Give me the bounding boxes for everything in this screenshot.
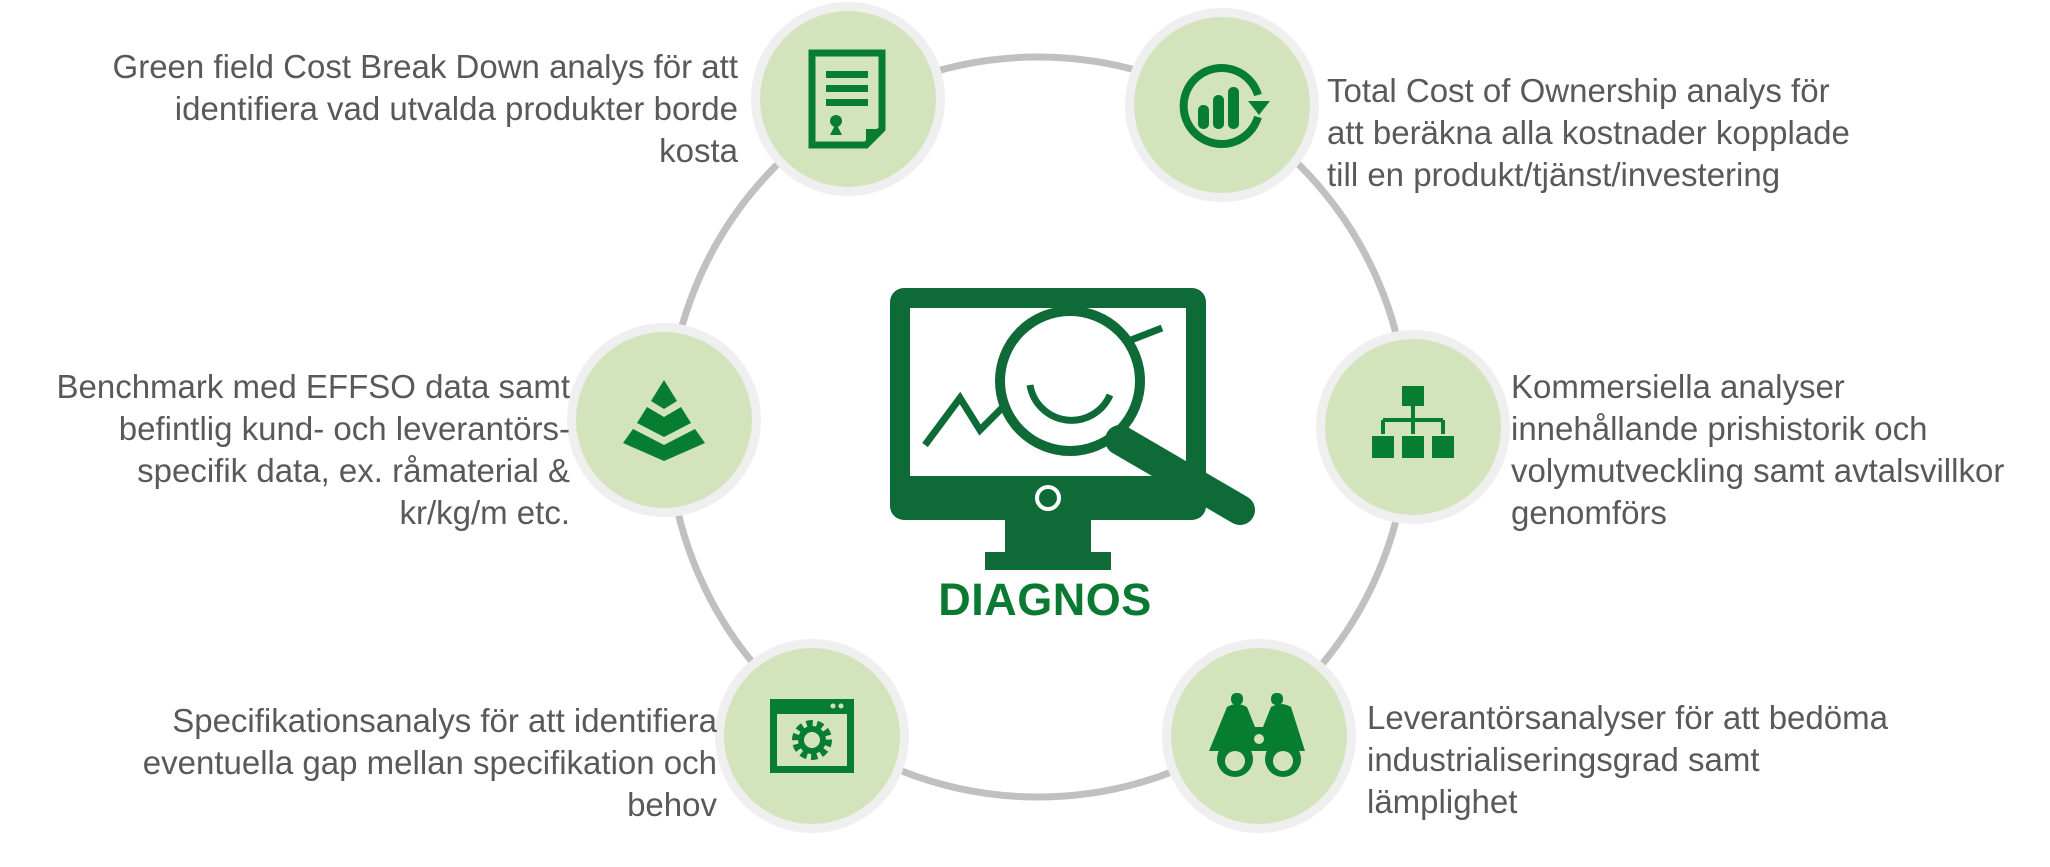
text-line: Benchmark med EFFSO data samt bbox=[56, 368, 570, 405]
text-line: till en produkt/tjänst/investering bbox=[1327, 156, 1781, 193]
node-cost-breakdown bbox=[760, 11, 936, 187]
text-line: eventuella gap mellan specifikation och bbox=[142, 744, 717, 781]
node-commercial bbox=[1325, 339, 1501, 515]
text-commercial: Kommersiella analyser innehållande prishi… bbox=[1511, 366, 2004, 534]
text-line: behov bbox=[627, 786, 717, 823]
text-line: specifik data, ex. råmaterial & bbox=[137, 452, 570, 489]
node-benchmark bbox=[576, 332, 752, 508]
text-line: volymutveckling samt avtalsvillkor bbox=[1511, 452, 2005, 489]
text-line: Specifikationsanalys för att identifiera bbox=[172, 702, 717, 739]
text-line: Kommersiella analyser bbox=[1511, 368, 1845, 405]
text-line: identifiera vad utvalda produkter borde bbox=[174, 90, 738, 127]
node-tco bbox=[1134, 17, 1310, 193]
text-line: kr/kg/m etc. bbox=[399, 494, 570, 531]
text-line: innehållande prishistorik och bbox=[1511, 410, 1928, 447]
node-specification bbox=[724, 648, 900, 824]
text-line: att beräkna alla kostnader kopplade bbox=[1327, 114, 1850, 151]
text-line: kosta bbox=[659, 132, 738, 169]
text-line: genomförs bbox=[1511, 494, 1667, 531]
binoculars-icon bbox=[1209, 693, 1305, 777]
text-tco: Total Cost of Ownership analys för att be… bbox=[1327, 70, 1850, 196]
text-line: Green field Cost Break Down analys för a… bbox=[112, 48, 738, 85]
hierarchy-icon bbox=[1372, 386, 1454, 458]
text-benchmark: Benchmark med EFFSO data samt befintlig k… bbox=[56, 366, 570, 534]
node-supplier bbox=[1171, 648, 1347, 824]
text-supplier: Leverantörsanalyser för att bedöma indust… bbox=[1367, 697, 1888, 823]
text-line: befintlig kund- och leverantörs- bbox=[118, 410, 570, 447]
diagnos-title: DIAGNOS bbox=[938, 574, 1152, 625]
text-line: lämplighet bbox=[1367, 783, 1518, 820]
certificate-icon bbox=[808, 49, 886, 149]
text-specification: Specifikationsanalys för att identifiera… bbox=[143, 700, 717, 826]
text-line: Leverantörsanalyser för att bedöma bbox=[1367, 699, 1888, 736]
text-line: industrialiseringsgrad samt bbox=[1367, 741, 1760, 778]
text-cost-breakdown: Green field Cost Break Down analys för a… bbox=[113, 46, 738, 172]
chart-cycle-icon bbox=[1179, 64, 1270, 148]
pyramid-icon bbox=[623, 380, 705, 461]
settings-window-icon bbox=[770, 699, 854, 773]
text-line: Total Cost of Ownership analys för bbox=[1327, 72, 1830, 109]
monitor-magnifier-icon bbox=[890, 288, 1255, 570]
